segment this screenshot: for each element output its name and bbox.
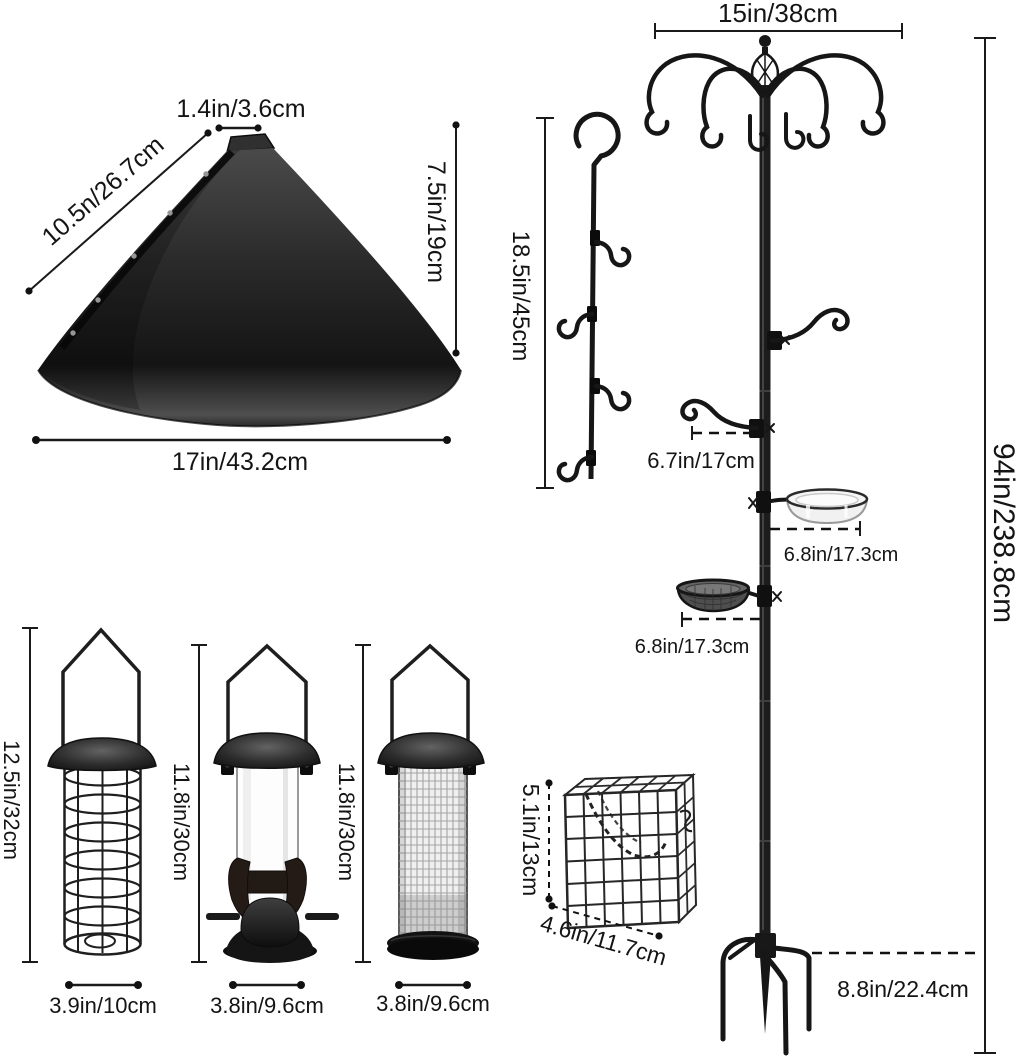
ground-stake-base: [720, 933, 812, 1056]
ground-stake-depth-dimension: 8.8in/22.4cm: [812, 951, 982, 1002]
side-hook-length-label: 6.7in/17cm: [647, 448, 755, 473]
side-hook-length-dimension: 6.7in/17cm: [647, 426, 763, 473]
top-arm-right-outer: [765, 53, 886, 136]
tube-feeder: 11.8in/30cm 3.8in/9.6cm: [169, 643, 339, 1018]
water-tray-length-dimension: 6.8in/17.3cm: [770, 521, 898, 566]
tube-feeder-width-label: 3.8in/9.6cm: [210, 993, 324, 1018]
tube-feeder-dome: [213, 732, 321, 769]
cage-feeder-cage: [63, 765, 142, 956]
tube-feeder-base-dome: [240, 897, 300, 948]
pole-top-hook-arms: [644, 53, 886, 152]
water-tray-inner: [795, 492, 859, 508]
suet-cage-height-label: 5.1in/13cm: [518, 784, 544, 897]
suet-cage: 5.1in/13cm 4.6in/11.7cm: [518, 772, 698, 970]
ground-stake-depth-label: 8.8in/22.4cm: [837, 976, 969, 1002]
station-top-width-dimension: 15in/38cm: [654, 0, 903, 39]
mesh-feeder-width-label: 3.8in/9.6cm: [376, 991, 490, 1016]
top-arm-right-inner: [764, 66, 830, 149]
mesh-feeder-dome: [377, 732, 485, 769]
base-center-spike: [760, 956, 771, 1034]
baffle-top-collar: [226, 133, 276, 153]
top-arm-left-inner: [700, 66, 766, 149]
top-hook-center-right: [784, 112, 806, 150]
mesh-feeder-width-dimension: 3.8in/9.6cm: [376, 981, 490, 1016]
baffle-slant-label: 10.5n/26.7cm: [37, 131, 170, 252]
mesh-feeder-grid-v: [404, 758, 466, 941]
station-total-height-label: 94in/238.8cm: [987, 443, 1020, 623]
tube-feeder-hanger: [226, 643, 308, 757]
mesh-feeder-hanger: [390, 643, 470, 757]
pole-joints: [759, 390, 771, 842]
cage-feeder-hanger: [61, 627, 141, 757]
station-top-width-label: 15in/38cm: [718, 0, 838, 28]
rail-length-dimension: 18.5in/45cm: [507, 117, 554, 489]
baffle-seam: [59, 149, 235, 351]
baffle-rivets: [70, 171, 209, 336]
baffle-bottom-rim: [37, 369, 462, 428]
baffle-top-opening-dimension: 1.4in/3.6cm: [176, 95, 306, 132]
rail-top-hook: [573, 111, 621, 168]
tube-feeder-height-dimension: 11.8in/30cm: [169, 644, 207, 963]
base-leg-front: [760, 949, 789, 1056]
squirrel-baffle: 1.4in/3.6cm 10.5n/26.7cm 7.5in/19cm 17in…: [25, 95, 462, 476]
tube-feeder-perch-right: [305, 913, 339, 920]
hanging-hook-rail: 18.5in/45cm: [507, 111, 629, 489]
baffle-height-dimension: 7.5in/19cm: [422, 121, 460, 357]
mesh-feeder-height-label: 11.8in/30cm: [334, 763, 359, 881]
side-hook-arm-right: [767, 307, 850, 350]
mesh-tray: [676, 578, 782, 613]
rail-length-label: 18.5in/45cm: [507, 231, 534, 362]
water-tray: [748, 488, 869, 525]
baffle-left-shadow: [38, 150, 240, 410]
suet-cage-height-dimension: 5.1in/13cm: [518, 779, 553, 903]
top-arm-left-outer: [644, 53, 765, 136]
base-leg-left: [720, 936, 760, 1042]
top-hook-center-left: [748, 114, 770, 152]
cage-feeder-height-label: 12.5in/32cm: [0, 740, 24, 860]
baffle-top-opening-label: 1.4in/3.6cm: [176, 95, 305, 123]
cage-feeder: 12.5in/32cm 3.9in/10cm: [0, 627, 157, 1018]
baffle-cone-body: [38, 148, 461, 427]
tube-feeder-width-dimension: 3.8in/9.6cm: [210, 981, 324, 1018]
baffle-height-label: 7.5in/19cm: [422, 161, 450, 283]
mesh-tray-length-dimension: 6.8in/17.3cm: [635, 612, 762, 658]
suet-cage-chain: [584, 793, 668, 859]
suet-cage-front-grid: [565, 790, 679, 928]
base-leg-right: [771, 945, 812, 1032]
baffle-diameter-dimension: 17in/43.2cm: [32, 436, 451, 476]
cage-feeder-dome: [47, 737, 157, 772]
feeding-station: 15in/38cm 94in/238.8cm: [635, 0, 1020, 1056]
baffle-diameter-label: 17in/43.2cm: [172, 448, 308, 476]
cage-feeder-door: [84, 933, 116, 949]
cage-feeder-width-label: 3.9in/10cm: [49, 993, 157, 1018]
rail-hook-right-2: [596, 386, 629, 409]
cage-feeder-width-dimension: 3.9in/10cm: [49, 981, 157, 1018]
suet-cage-s-hook: [679, 809, 693, 833]
suet-cage-top-grid: [574, 775, 686, 795]
suet-cage-chain-strand2: [596, 790, 642, 845]
rail-hook-right-1: [596, 242, 629, 265]
mesh-tray-length-label: 6.8in/17.3cm: [635, 636, 750, 658]
tube-feeder-height-label: 11.8in/30cm: [169, 763, 194, 881]
tube-feeder-perch-left: [206, 913, 240, 920]
tube-feeder-bracket: [228, 857, 307, 920]
water-tray-length-label: 6.8in/17.3cm: [784, 544, 899, 566]
cage-feeder-height-dimension: 12.5in/32cm: [0, 627, 38, 963]
station-total-height-dimension: 94in/238.8cm: [974, 37, 1020, 1054]
mesh-feeder: 11.8in/30cm 3.8in/9.6cm: [334, 643, 490, 1016]
base-leg-back-left: [728, 934, 762, 960]
mesh-feeder-height-dimension: 11.8in/30cm: [334, 644, 371, 963]
